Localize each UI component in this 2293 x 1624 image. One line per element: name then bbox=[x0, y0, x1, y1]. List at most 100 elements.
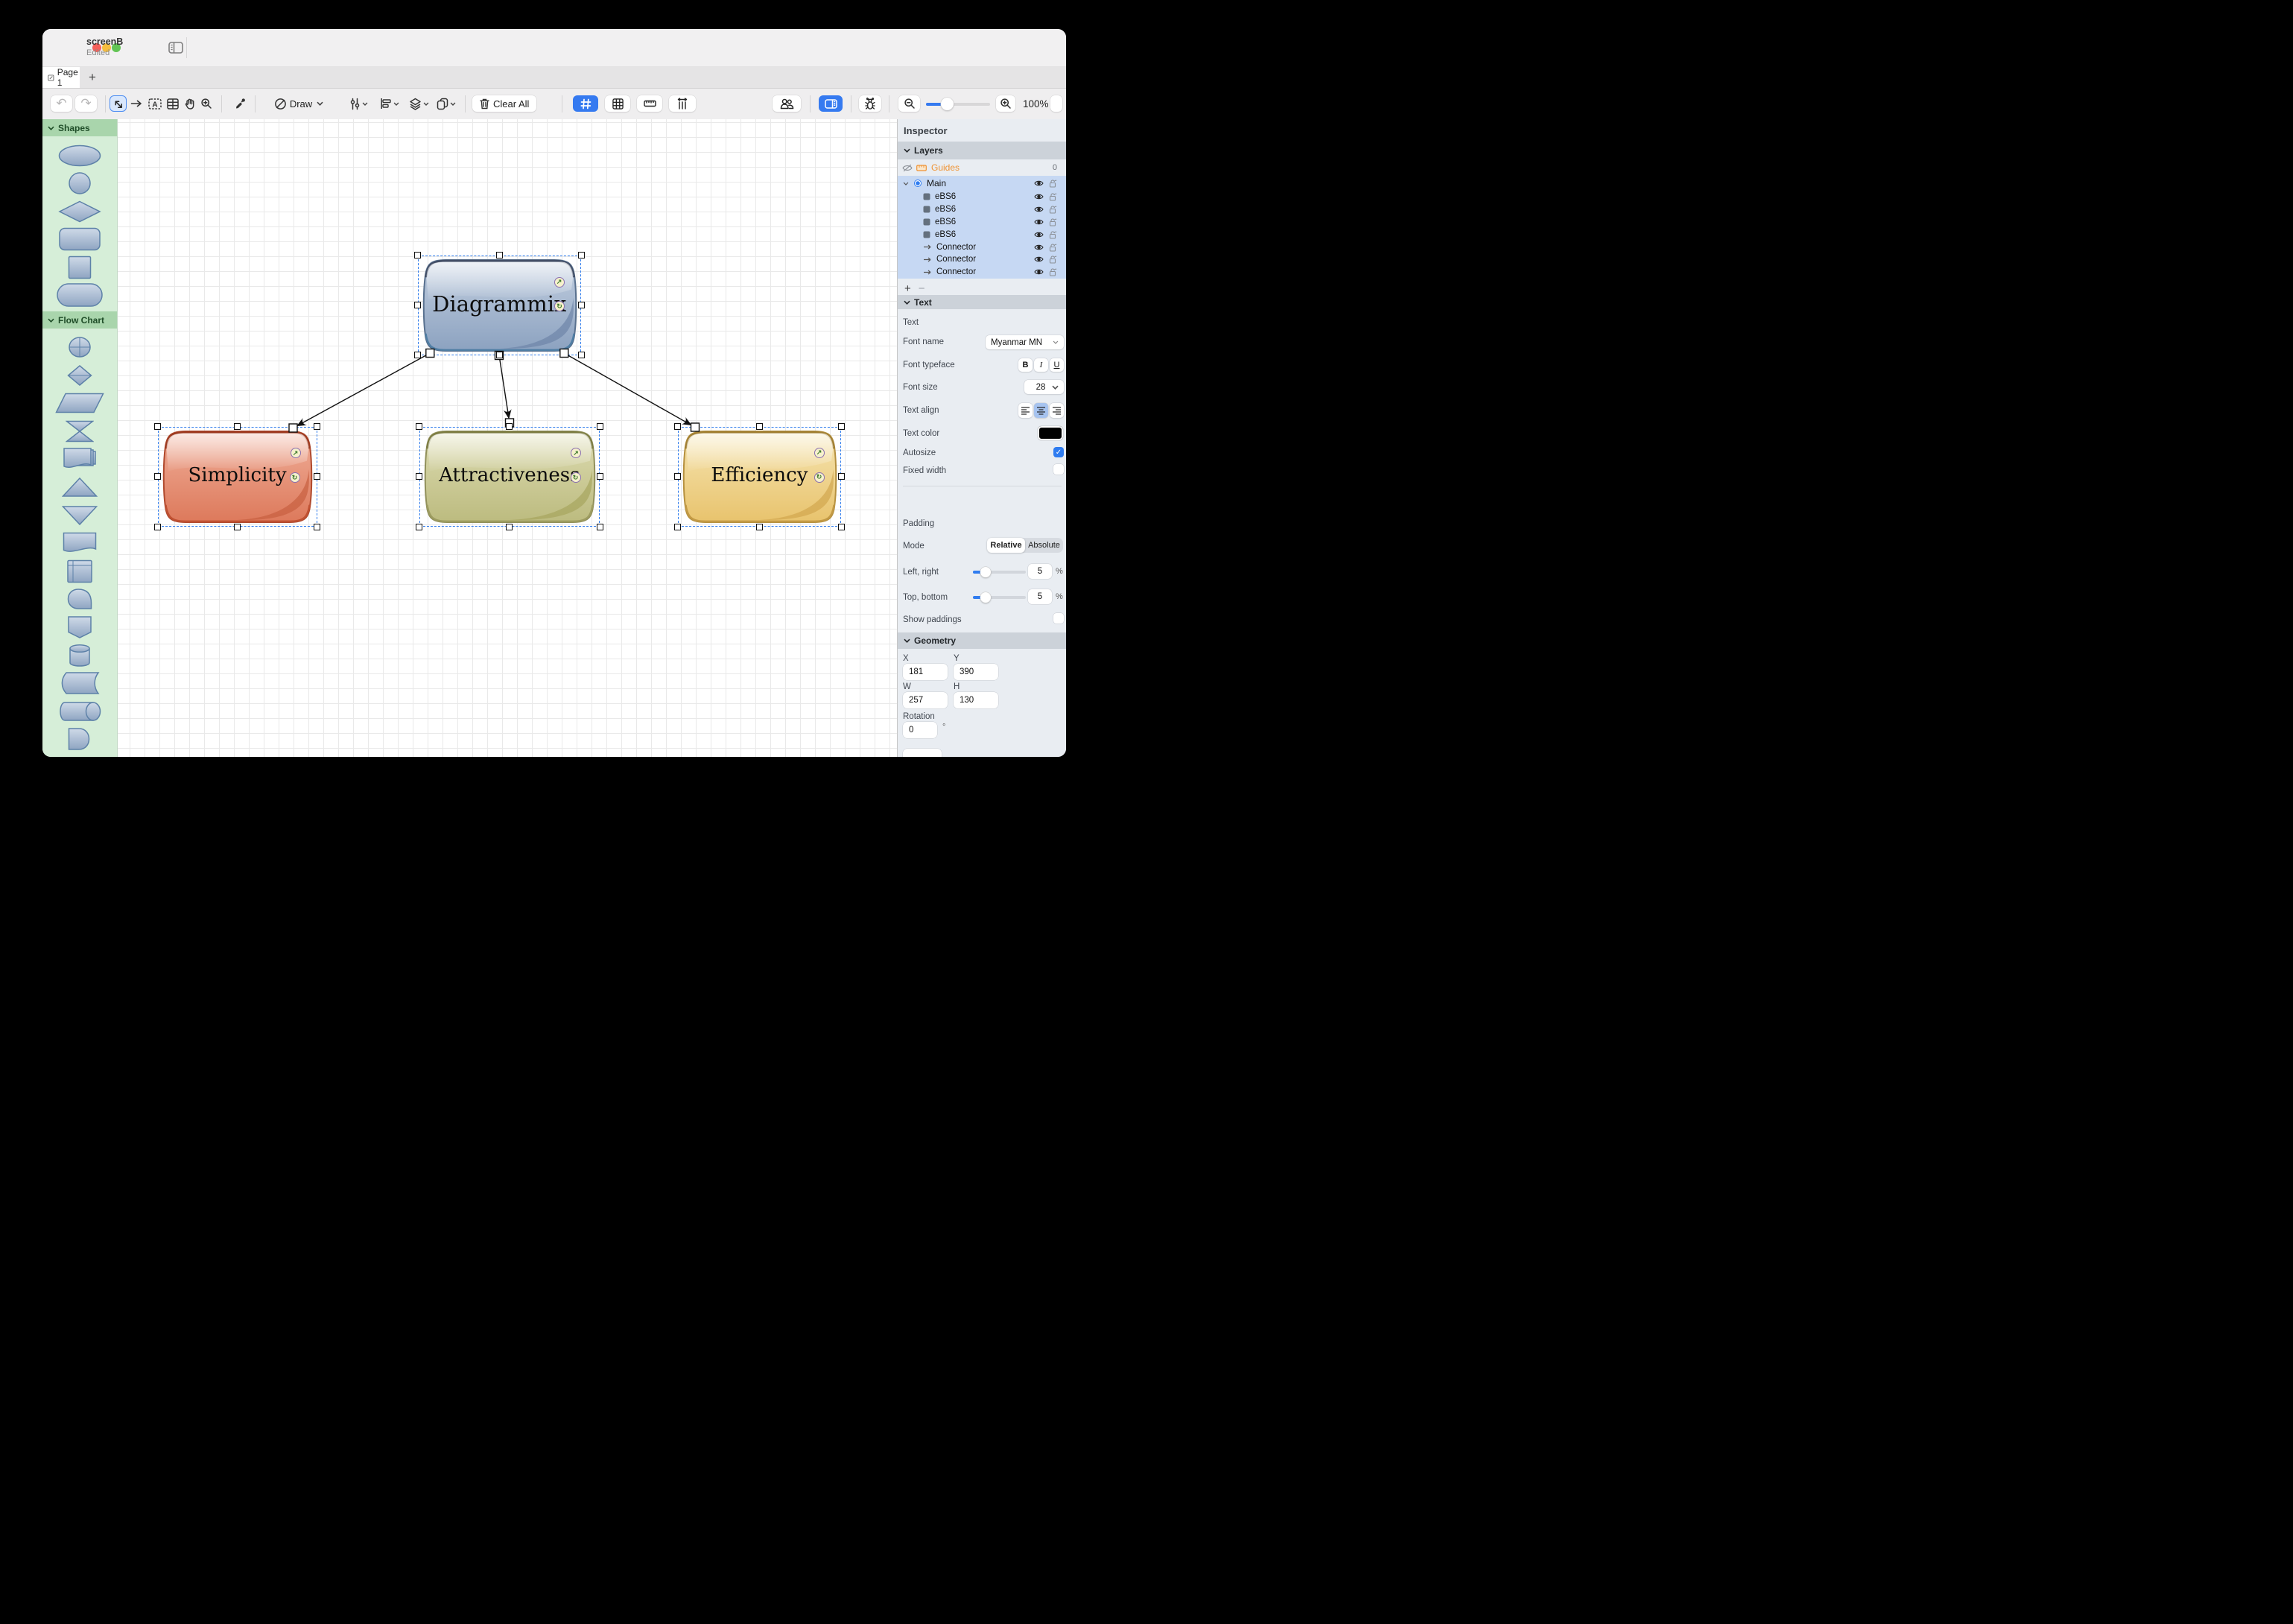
rotate-badge-icon[interactable]: ↻ bbox=[290, 472, 300, 483]
unlock-icon[interactable] bbox=[1049, 243, 1057, 252]
inspector-toggle[interactable] bbox=[819, 95, 843, 112]
selection-handle[interactable] bbox=[314, 423, 320, 430]
eye-icon[interactable] bbox=[1034, 256, 1044, 263]
selection-handle[interactable] bbox=[234, 524, 241, 530]
grid-toggle[interactable] bbox=[605, 95, 630, 112]
eye-icon[interactable] bbox=[1034, 244, 1044, 251]
h-input[interactable]: 130 bbox=[954, 692, 998, 708]
layer-row-ebs6[interactable]: eBS6 bbox=[898, 191, 1066, 203]
selection-handle[interactable] bbox=[416, 473, 422, 480]
ruler-toggle[interactable] bbox=[637, 95, 662, 112]
connector-line[interactable] bbox=[564, 353, 691, 425]
y-input[interactable]: 390 bbox=[954, 664, 998, 680]
selection-handle[interactable] bbox=[414, 352, 421, 358]
connector-line[interactable] bbox=[298, 353, 431, 425]
duplicate-menu[interactable] bbox=[435, 95, 457, 112]
selection-handle[interactable] bbox=[314, 473, 320, 480]
selection-handle[interactable] bbox=[578, 252, 585, 258]
clear-all-button[interactable]: Clear All bbox=[472, 95, 536, 112]
selection-handle[interactable] bbox=[597, 524, 603, 530]
rotation-input[interactable]: 0 bbox=[903, 722, 937, 738]
left-right-slider[interactable] bbox=[980, 567, 991, 577]
section-shapes[interactable]: Shapes bbox=[42, 119, 117, 136]
sidebar-toggle-icon[interactable] bbox=[168, 42, 183, 54]
unlock-icon[interactable] bbox=[1049, 192, 1057, 201]
x-input[interactable]: 181 bbox=[903, 664, 948, 680]
top-bottom-value[interactable]: 5 bbox=[1028, 589, 1052, 604]
left-right-value[interactable]: 5 bbox=[1028, 564, 1052, 579]
layer-row-ebs6[interactable]: eBS6 bbox=[898, 203, 1066, 216]
eye-icon[interactable] bbox=[1034, 268, 1044, 276]
font-size-select[interactable]: 28 bbox=[1024, 380, 1064, 394]
eye-icon[interactable] bbox=[1034, 231, 1044, 238]
undo-button[interactable]: ↶ bbox=[51, 95, 72, 112]
text-tool[interactable]: A bbox=[148, 95, 162, 112]
zoom-in-button[interactable] bbox=[996, 95, 1015, 112]
select-tool[interactable] bbox=[110, 95, 127, 112]
connect-badge-icon[interactable]: ↗ bbox=[814, 448, 825, 458]
snap-grid-toggle[interactable] bbox=[573, 95, 598, 112]
selection-handle[interactable] bbox=[414, 302, 421, 308]
selection-handle[interactable] bbox=[838, 524, 845, 530]
palette-shape-stored-data[interactable] bbox=[59, 672, 101, 695]
palette-shape-stadium[interactable] bbox=[57, 283, 103, 307]
align-center-button[interactable] bbox=[1034, 403, 1048, 418]
hand-tool[interactable] bbox=[183, 95, 197, 112]
palette-shape-multi-document[interactable] bbox=[63, 448, 97, 470]
autosize-checkbox[interactable]: ✓ bbox=[1053, 447, 1064, 457]
selection-handle[interactable] bbox=[496, 352, 503, 358]
selection-handle[interactable] bbox=[756, 423, 763, 430]
connector-endpoint-handle[interactable] bbox=[560, 349, 568, 358]
eye-off-icon[interactable] bbox=[902, 164, 913, 172]
selection-handle[interactable] bbox=[674, 524, 681, 530]
palette-shape-triangle-down[interactable] bbox=[62, 505, 98, 525]
rotate-badge-icon[interactable]: ↻ bbox=[571, 472, 581, 483]
selection-handle[interactable] bbox=[838, 423, 845, 430]
palette-shape-circle[interactable] bbox=[69, 172, 92, 195]
selection-handle[interactable] bbox=[597, 473, 603, 480]
selection-handle[interactable] bbox=[154, 473, 161, 480]
palette-shape-horizontal-cylinder[interactable] bbox=[58, 701, 101, 721]
eye-icon[interactable] bbox=[1034, 218, 1044, 226]
mode-absolute[interactable]: Absolute bbox=[1025, 538, 1063, 553]
palette-shape-diamond[interactable] bbox=[58, 200, 101, 223]
connect-badge-icon[interactable]: ↗ bbox=[554, 277, 565, 288]
eye-icon[interactable] bbox=[1034, 180, 1044, 187]
font-name-select[interactable]: Myanmar MN bbox=[986, 335, 1064, 349]
palette-shape-internal-storage[interactable] bbox=[67, 559, 92, 583]
underline-button[interactable]: U bbox=[1050, 358, 1064, 372]
unlock-icon[interactable] bbox=[1049, 179, 1057, 188]
palette-shape-decision[interactable] bbox=[67, 365, 92, 386]
selection-handle[interactable] bbox=[496, 252, 503, 258]
layer-add-remove[interactable]: +− bbox=[904, 282, 933, 295]
guides-toggle[interactable] bbox=[669, 95, 696, 112]
layers-section-header[interactable]: Layers bbox=[898, 142, 1066, 159]
palette-shape-ellipse[interactable] bbox=[58, 145, 101, 167]
draw-menu[interactable]: Draw bbox=[267, 95, 331, 112]
palette-shape-square[interactable] bbox=[69, 256, 92, 279]
selection-handle[interactable] bbox=[154, 423, 161, 430]
align-right-button[interactable] bbox=[1050, 403, 1064, 418]
align-menu[interactable] bbox=[378, 95, 401, 112]
geometry-section-header[interactable]: Geometry bbox=[898, 632, 1066, 649]
selection-handle[interactable] bbox=[838, 473, 845, 480]
unlock-icon[interactable] bbox=[1049, 205, 1057, 214]
edge-button[interactable] bbox=[1050, 95, 1062, 112]
tab-page-1[interactable]: Page 1 bbox=[42, 67, 80, 88]
collaborate-button[interactable] bbox=[773, 95, 801, 112]
align-left-button[interactable] bbox=[1018, 403, 1033, 418]
rotate-badge-icon[interactable]: ↻ bbox=[814, 472, 825, 483]
zoom-out-button[interactable] bbox=[898, 95, 920, 112]
palette-shape-delay[interactable] bbox=[68, 728, 92, 751]
text-section-header[interactable]: Text bbox=[898, 295, 1066, 309]
selection-handle[interactable] bbox=[416, 524, 422, 530]
eye-icon[interactable] bbox=[1034, 193, 1044, 200]
fixed-width-checkbox[interactable] bbox=[1053, 464, 1064, 475]
layer-row-connector[interactable]: Connector bbox=[898, 241, 1066, 253]
palette-shape-document[interactable] bbox=[63, 532, 97, 554]
selection-handle[interactable] bbox=[314, 524, 320, 530]
layer-row-guides[interactable]: Guides0 bbox=[898, 159, 1066, 176]
palette-shape-card[interactable] bbox=[68, 616, 92, 639]
w-input[interactable]: 257 bbox=[903, 692, 948, 708]
palette-shape-display[interactable] bbox=[67, 589, 92, 610]
